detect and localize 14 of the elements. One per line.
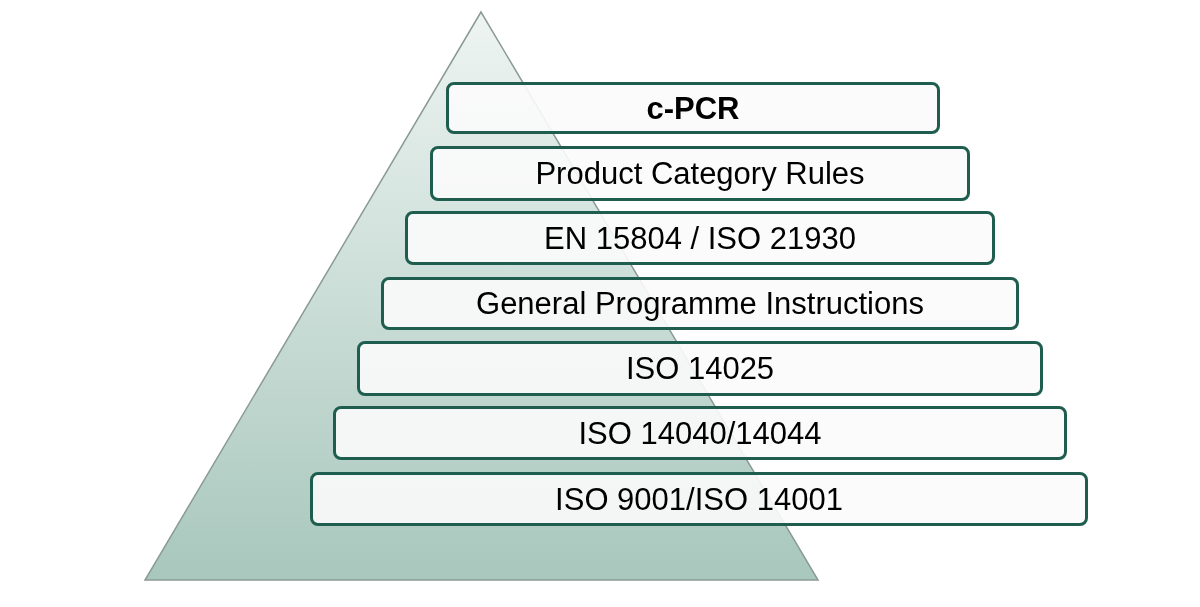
level-box xyxy=(357,341,1043,396)
level-box xyxy=(381,277,1019,330)
level-label: c-PCR xyxy=(646,92,740,124)
level-box xyxy=(405,211,995,265)
level-box xyxy=(430,146,970,201)
level-box xyxy=(310,472,1088,526)
level-label: General Programme Instructions xyxy=(476,288,924,319)
level-label: ISO 9001/ISO 14001 xyxy=(555,483,843,515)
level-box xyxy=(446,82,940,134)
level-label: ISO 14040/14044 xyxy=(578,417,822,449)
level-box xyxy=(333,406,1067,460)
level-label: Product Category Rules xyxy=(535,158,865,189)
level-label: EN 15804 / ISO 21930 xyxy=(544,222,856,254)
level-label: ISO 14025 xyxy=(625,353,775,384)
